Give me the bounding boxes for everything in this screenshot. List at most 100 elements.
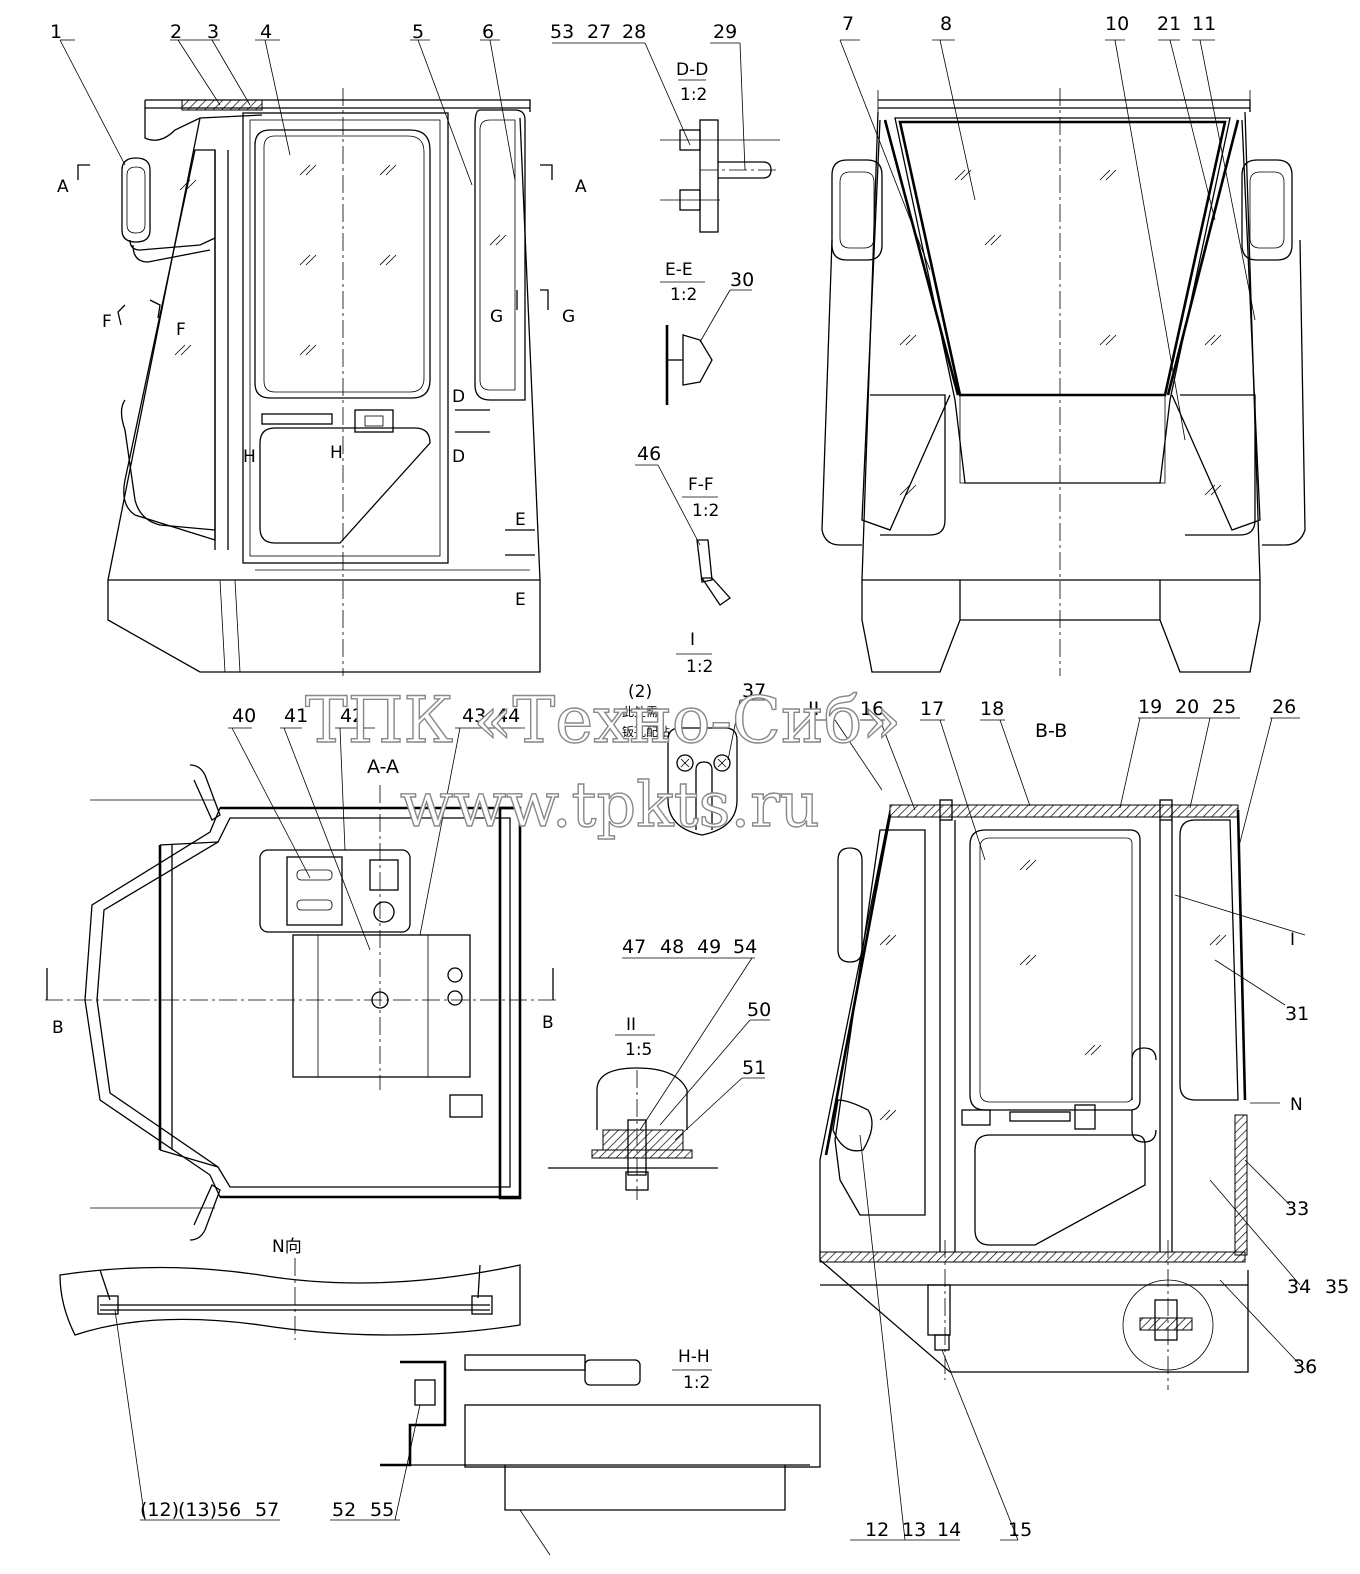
section-bb-title: B-B [1035,720,1067,742]
callout-50: 50 [747,999,771,1021]
section-dd: 53 27 28 29 D-D 1:2 [550,21,780,233]
cut-mark-b-right: B [542,1013,554,1033]
callout-12: 12 [865,1519,889,1541]
callout-20: 20 [1175,696,1199,718]
callout-30: 30 [730,269,754,291]
section-mark-a-right: A [575,177,587,197]
callout-33: 33 [1285,1198,1309,1220]
section-mark-d-top: D [452,387,465,407]
detail-i-note-2: 钣孔配钻 [622,724,670,739]
callout-ii: II [808,698,819,720]
view-n-title: N向 [272,1237,302,1257]
section-mark-h-left: H [243,447,256,467]
section-dd-scale: 1:2 [680,85,707,105]
detail-i-title: I [690,630,695,650]
callout-19: 19 [1138,696,1162,718]
callout-43: 43 [462,705,486,727]
callout-10: 10 [1105,13,1129,35]
callout-55: 55 [370,1499,394,1521]
detail-ii: 47 48 49 54 50 51 II 1:5 [548,936,771,1200]
callout-47: 47 [622,936,646,958]
callout-44: 44 [496,705,520,727]
callout-18: 18 [980,698,1004,720]
watermark-company: ТПК «Техно-Сиб» [305,684,901,758]
callout-4: 4 [260,21,272,43]
callout-31: 31 [1285,1003,1309,1025]
callout-1: 1 [50,21,62,43]
callout-42: 42 [340,705,364,727]
callout-57: 57 [255,1499,279,1521]
section-mark-d-bottom: D [452,447,465,467]
section-mark-f-left: F [102,312,112,332]
callout-27: 27 [587,21,611,43]
callout-n: N [1290,1095,1303,1115]
callout-29: 29 [713,21,737,43]
detail-i-callout-2: (2) [628,682,652,702]
section-mark-h-right: H [330,443,343,463]
callout-15: 15 [1008,1519,1032,1541]
section-ff-title: F-F [688,475,714,495]
section-ff-scale: 1:2 [692,501,719,521]
callout-52: 52 [332,1499,356,1521]
section-hh-scale: 1:2 [683,1373,710,1393]
view-n: N向 (12) (13) 56 57 [59,1237,521,1521]
section-ff: 46 F-F 1:2 [635,443,731,606]
detail-ii-title: II [626,1015,636,1035]
callout-3: 3 [207,21,219,43]
section-mark-a-left: A [57,177,69,197]
callout-37: 37 [742,680,766,702]
callout-8: 8 [940,13,952,35]
callout-5: 5 [412,21,424,43]
callout-54: 54 [733,936,757,958]
section-mark-e-bottom: E [515,590,526,610]
section-aa: A-A B B [45,705,560,1241]
callout-36: 36 [1293,1356,1317,1378]
callout-28: 28 [622,21,646,43]
callout-35: 35 [1325,1276,1349,1298]
callout-49: 49 [697,936,721,958]
callout-21: 21 [1157,13,1181,35]
callout-51: 51 [742,1057,766,1079]
callout-7: 7 [842,13,854,35]
section-ee: E-E 1:2 30 [660,260,754,405]
detail-i: I 1:2 (2) 此处需 钣孔配钻 37 [622,630,766,836]
section-mark-e-top: E [515,510,526,530]
section-ee-scale: 1:2 [670,285,697,305]
callout-26: 26 [1272,696,1296,718]
section-ee-title: E-E [665,260,693,280]
callout-16: 16 [860,698,884,720]
section-mark-f-right: F [176,320,186,340]
callout-6: 6 [482,21,494,43]
callout-11: 11 [1192,13,1216,35]
callout-13: 13 [902,1519,926,1541]
callout-34: 34 [1287,1276,1311,1298]
callout-17: 17 [920,698,944,720]
callout-13-paren: (13) [178,1499,217,1521]
callout-41: 41 [284,705,308,727]
detail-ii-scale: 1:5 [625,1040,652,1060]
section-hh-title: H-H [678,1347,710,1367]
section-dd-title: D-D [676,60,708,80]
callout-i-bb: I [1290,930,1295,950]
section-bb: B-B [808,696,1349,1541]
watermark-site: www.tpkts.ru [400,768,820,841]
callout-25: 25 [1212,696,1236,718]
callout-53: 53 [550,21,574,43]
callout-14: 14 [937,1519,961,1541]
callout-40: 40 [232,705,256,727]
front-right-view: 7 8 10 21 11 [821,13,1306,676]
section-hh: H-H 1:2 52 55 [330,1347,821,1556]
detail-i-note-1: 此处需 [622,705,658,719]
section-mark-g-right: G [562,307,575,327]
section-mark-g-left: G [490,307,503,327]
callout-2: 2 [170,21,182,43]
callout-46: 46 [637,443,661,465]
callout-12-paren: (12) [140,1499,179,1521]
front-left-view: 1 2 3 4 5 6 A A F F G G H H D D E E [50,21,587,676]
callout-48: 48 [660,936,684,958]
detail-i-scale: 1:2 [686,657,713,677]
callout-56: 56 [217,1499,241,1521]
cut-mark-b-left: B [52,1018,64,1038]
